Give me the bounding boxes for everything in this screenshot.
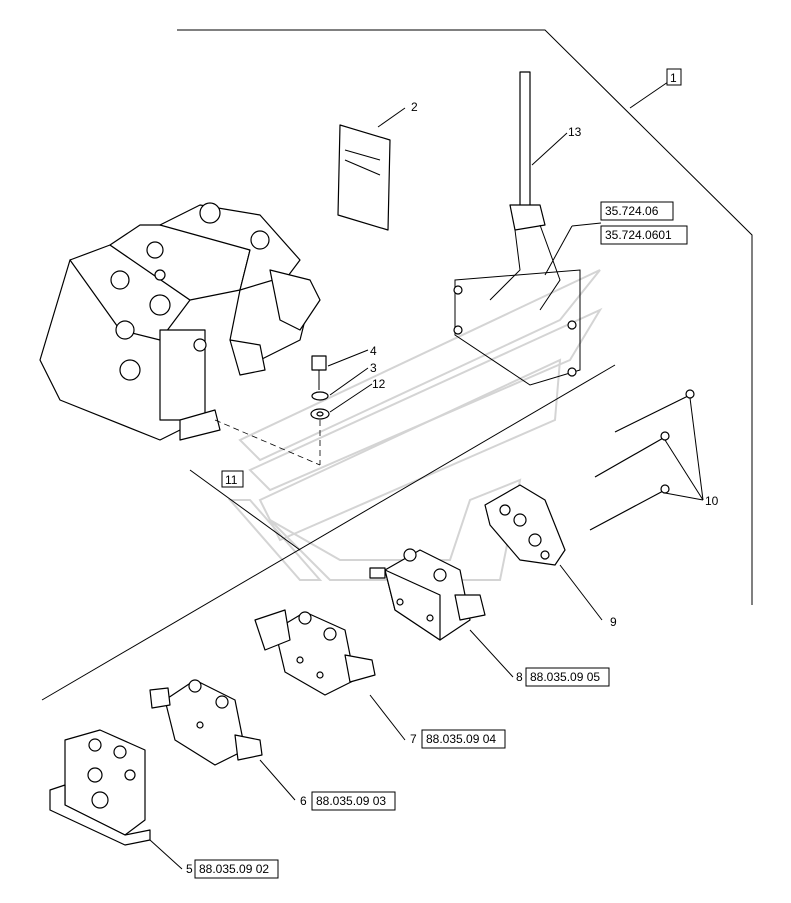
callout-8: 8 xyxy=(516,670,523,684)
ref-88-035-09-05: 88.035.09 05 xyxy=(530,670,600,684)
ref-88-035-09-04-box xyxy=(421,729,506,749)
control-lever xyxy=(453,71,581,386)
inlet-block-5 xyxy=(49,729,151,846)
callout-7: 7 xyxy=(410,732,417,746)
ref-35-724-0601-box xyxy=(600,225,688,245)
ref-88-035-09-03-box xyxy=(311,791,396,811)
valve-section-8 xyxy=(369,548,486,641)
ref-35-724-06: 35.724.06 xyxy=(605,204,659,218)
callout-12: 12 xyxy=(372,377,386,391)
bolt-and-washers xyxy=(214,355,330,466)
callout-11-box xyxy=(221,470,244,488)
callout-2: 2 xyxy=(411,100,418,114)
ref-88-035-09-02-box xyxy=(194,859,279,879)
ref-88-035-09-05-box xyxy=(525,667,610,687)
leader-lines xyxy=(149,81,704,870)
callout-1-box xyxy=(666,68,682,86)
main-control-valve xyxy=(39,202,321,441)
reference-labels: 35.724.06 35.724.0601 88.035.09 05 88.03… xyxy=(194,201,688,879)
callout-3: 3 xyxy=(370,361,377,375)
callout-13: 13 xyxy=(568,125,582,139)
decal xyxy=(337,124,391,231)
callout-11: 11 xyxy=(225,473,238,487)
callout-10: 10 xyxy=(705,494,719,508)
callout-9: 9 xyxy=(610,615,617,629)
callout-labels: 1 2 13 4 3 12 11 10 9 8 7 6 5 xyxy=(186,68,719,876)
callout-5: 5 xyxy=(186,862,193,876)
callout-1: 1 xyxy=(670,71,677,85)
callout-6: 6 xyxy=(300,794,307,808)
ref-35-724-0601: 35.724.0601 xyxy=(605,228,672,242)
assembly-boundary xyxy=(41,29,753,701)
ref-88-035-09-04: 88.035.09 04 xyxy=(426,732,496,746)
end-plate xyxy=(484,484,566,566)
ref-35-724-06-box xyxy=(600,201,674,221)
watermark-logo xyxy=(227,269,603,581)
tie-rods xyxy=(589,389,695,531)
ref-88-035-09-02: 88.035.09 02 xyxy=(199,862,269,876)
ref-88-035-09-03: 88.035.09 03 xyxy=(316,794,386,808)
valve-section-6 xyxy=(149,679,263,766)
valve-section-7 xyxy=(254,609,376,696)
callout-4: 4 xyxy=(370,344,377,358)
